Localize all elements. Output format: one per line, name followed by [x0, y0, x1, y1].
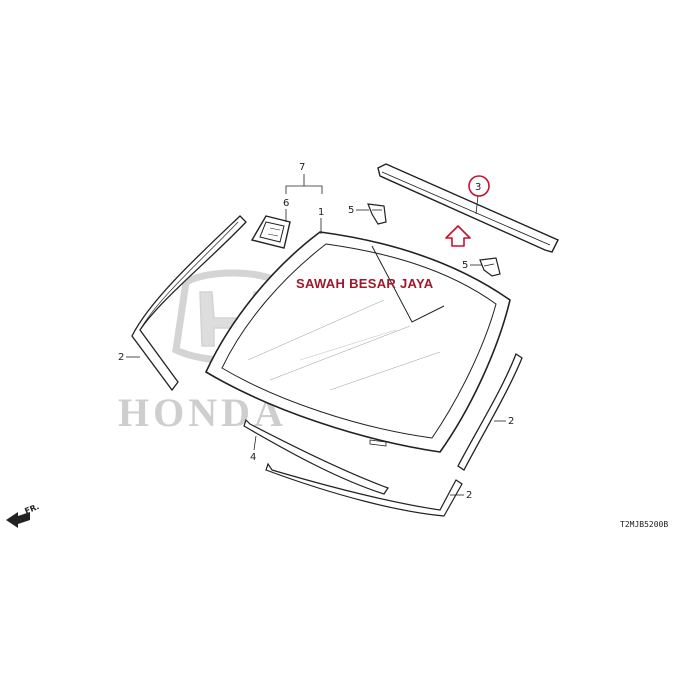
callout-5-left: 5: [348, 205, 354, 216]
front-arrow-icon: [6, 512, 30, 528]
callout-4: 4: [250, 452, 256, 463]
callout-7: 7: [299, 162, 305, 173]
lower-seal-part: [243, 418, 389, 495]
callout-2-right: 2: [508, 416, 514, 427]
top-strip-part: [377, 163, 559, 253]
callout-1: 1: [318, 207, 324, 218]
bracket-part: [250, 215, 291, 249]
callout-2-bottom: 2: [466, 490, 472, 501]
group-bracket: [285, 174, 323, 194]
windshield-glass-part: [204, 231, 511, 453]
molding-bottom-part: [265, 462, 463, 517]
front-label: FR.: [23, 502, 40, 516]
shop-name: SAWAH BESAR JAYA: [296, 276, 434, 291]
up-arrow-icon: [445, 225, 471, 247]
leader-3: [475, 195, 479, 215]
molding-right-part: [457, 353, 523, 471]
clip-right-part: [479, 257, 501, 277]
highlight-circle: [468, 175, 490, 197]
molding-left-part: [131, 215, 247, 392]
front-direction-indicator: FR.: [6, 502, 40, 528]
callout-3: 3: [475, 182, 481, 193]
callout-2-left: 2: [118, 352, 124, 363]
leader-4: [253, 435, 257, 451]
drawing-code: T2MJB5200B: [620, 520, 668, 529]
callout-6: 6: [283, 198, 289, 209]
clip-left-part: [367, 203, 387, 225]
callout-5-right: 5: [462, 260, 468, 271]
